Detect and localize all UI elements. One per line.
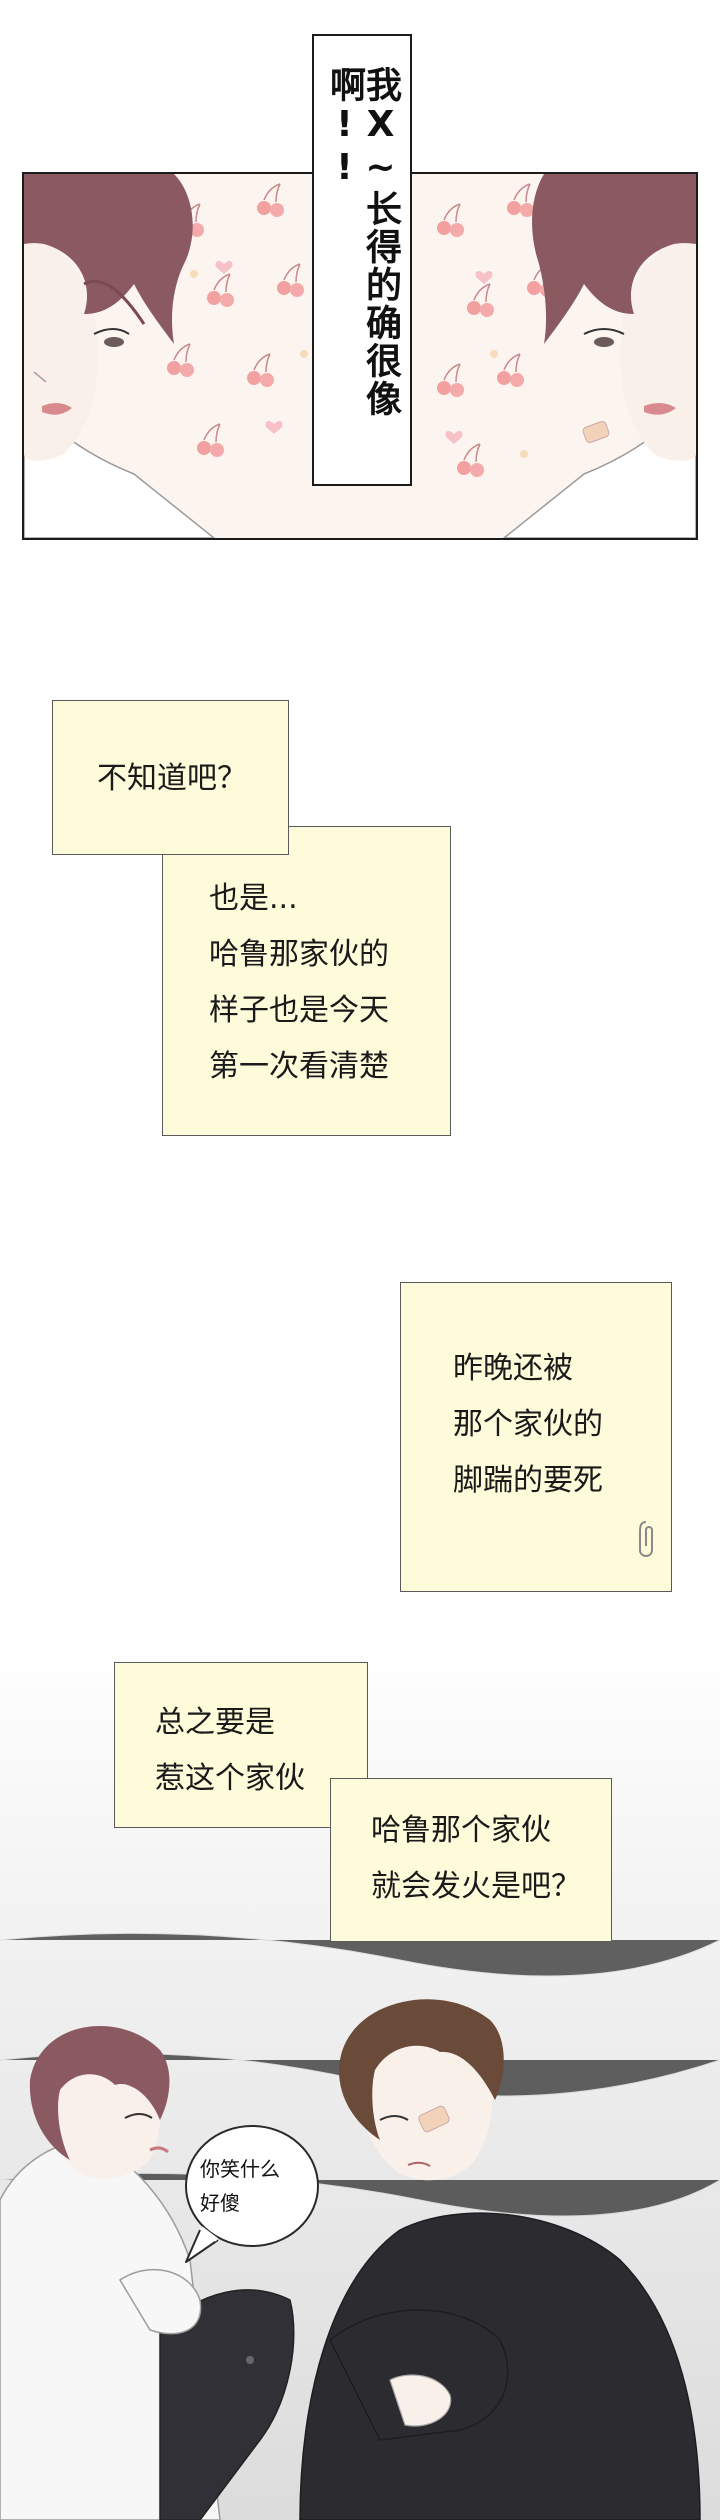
caption-line: 就会发火是吧？ <box>371 1869 581 1904</box>
caption-box-3: 昨晚还被 那个家伙的 脚踹的要死 <box>400 1282 672 1592</box>
right-character <box>299 1999 701 2520</box>
caption-line: 昨晚还被 <box>453 1351 573 1386</box>
bubble-line: 你笑什么 <box>200 2157 280 2181</box>
bubble-line: 好傻 <box>200 2191 240 2215</box>
left-character <box>0 2026 295 2520</box>
left-character-face <box>24 174 216 538</box>
right-character-face <box>502 174 696 538</box>
cherry-pattern <box>166 183 555 478</box>
vertical-caption-text: 我X~长得的确很像啊!! <box>324 66 401 418</box>
caption-line: 脚踹的要死 <box>453 1463 603 1498</box>
paperclip-icon <box>639 1521 653 1557</box>
caption-line: 那个家伙的 <box>453 1407 603 1442</box>
caption-box-2: 也是... 哈鲁那家伙的 样子也是今天 第一次看清楚 <box>162 826 451 1136</box>
speech-bubble-text: 你笑什么 好傻 <box>200 2152 320 2220</box>
caption-line: 也是... <box>209 881 298 916</box>
caption-line: 哈鲁那家伙的 <box>209 937 389 972</box>
vertical-caption-box: 我X~长得的确很像啊!! <box>312 34 412 486</box>
caption-line: 总之要是 <box>155 1705 275 1740</box>
caption-line: 哈鲁那个家伙 <box>371 1813 551 1848</box>
caption-line: 第一次看清楚 <box>209 1049 389 1084</box>
caption-line: 惹这个家伙 <box>155 1761 305 1796</box>
caption-box-1: 不知道吧？ <box>52 700 289 855</box>
speech-bubble <box>185 2125 319 2263</box>
caption-box-4: 总之要是 惹这个家伙 <box>114 1662 368 1828</box>
caption-line: 不知道吧？ <box>97 761 247 796</box>
caption-line: 样子也是今天 <box>209 993 389 1028</box>
caption-box-5: 哈鲁那个家伙 就会发火是吧？ <box>330 1778 612 1942</box>
